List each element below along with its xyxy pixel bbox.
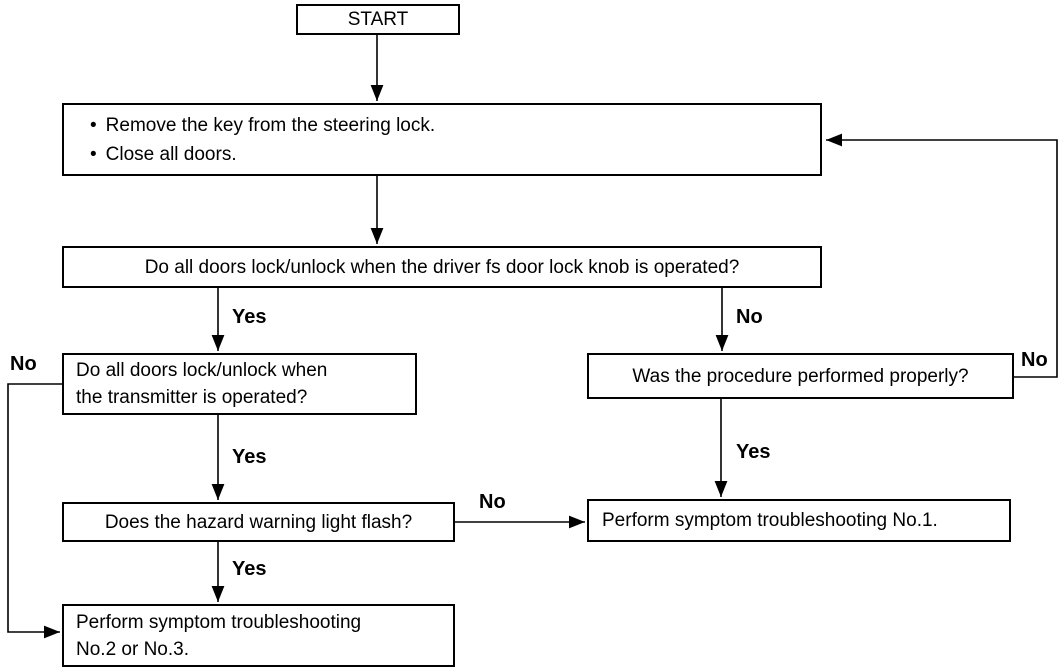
transmitter-no-label: No: [10, 353, 37, 375]
question-hazard-light-node: Does the hazard warning light flash?: [62, 502, 455, 542]
question-transmitter-line-1: Do all doors lock/unlock when: [76, 360, 328, 381]
result-troubleshooting-no1-node: Perform symptom troubleshooting No.1.: [587, 499, 1011, 542]
hazard-no-label: No: [479, 491, 506, 513]
hazard-yes-label: Yes: [232, 558, 267, 580]
edge-procedure-no-loop-to-prep: [826, 133, 1058, 378]
question-hazard-light-text: Does the hazard warning light flash?: [104, 511, 413, 533]
result-troubleshooting-no2-no3-line-1: Perform symptom troubleshooting: [76, 611, 362, 633]
result-troubleshooting-no2-no3-line-2: No.2 or No.3.: [76, 638, 189, 660]
question-transmitter-node: Do all doors lock/unlock when the transm…: [62, 353, 417, 415]
prep-step-1-text: Remove the key from the steering lock.: [105, 114, 436, 136]
prep-step-2: • Close all doors.: [90, 140, 820, 169]
bullet-icon: •: [90, 114, 97, 136]
edge-transmitter-no-to-troubleshooting-2-3: [7, 383, 62, 639]
question-procedure-text: Was the procedure performed properly?: [632, 365, 969, 387]
knob-no-label: No: [736, 306, 763, 328]
knob-yes-label: Yes: [232, 306, 267, 328]
procedure-no-label: No: [1021, 349, 1048, 371]
start-label: START: [347, 9, 409, 30]
transmitter-yes-label: Yes: [232, 446, 267, 468]
bullet-icon: •: [90, 143, 97, 165]
prep-step-2-text: Close all doors.: [105, 143, 237, 165]
procedure-yes-label: Yes: [736, 441, 771, 463]
question-procedure-node: Was the procedure performed properly?: [587, 353, 1014, 399]
preparation-node: • Remove the key from the steering lock.…: [62, 103, 822, 176]
prep-step-1: • Remove the key from the steering lock.: [90, 111, 820, 140]
result-troubleshooting-no2-no3-node: Perform symptom troubleshooting No.2 or …: [62, 604, 455, 667]
start-node: START: [296, 4, 460, 35]
question-door-lock-knob-text: Do all doors lock/unlock when the driver…: [144, 256, 740, 278]
result-troubleshooting-no1-text: Perform symptom troubleshooting No.1.: [602, 510, 938, 531]
question-transmitter-line-2: the transmitter is operated?: [76, 387, 308, 408]
question-door-lock-knob-node: Do all doors lock/unlock when the driver…: [62, 246, 822, 288]
